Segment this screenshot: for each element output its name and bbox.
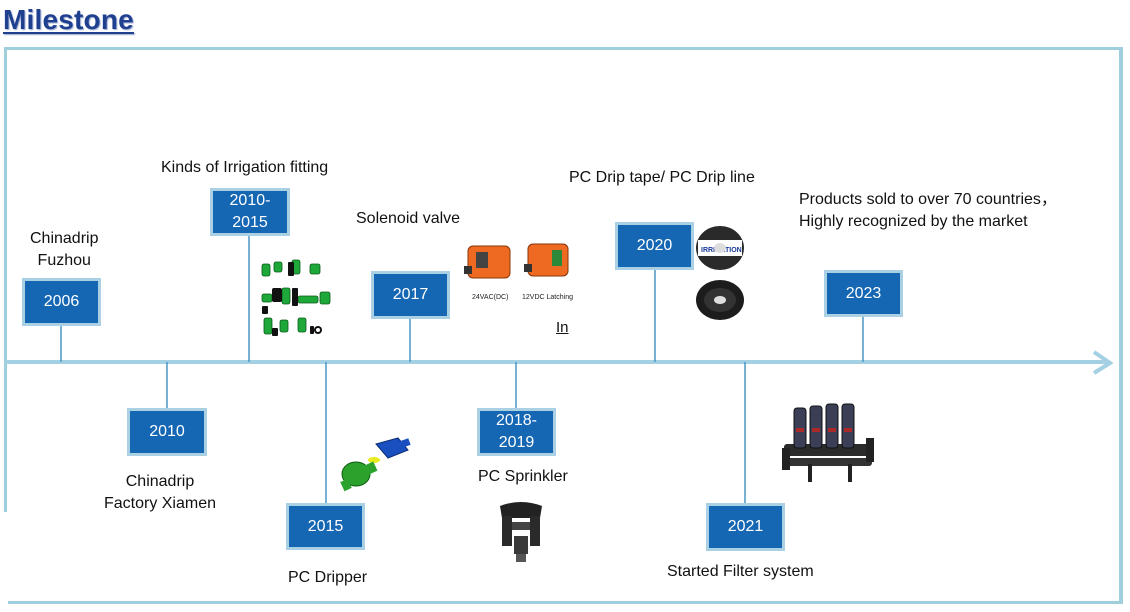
timeline-frame	[4, 47, 1123, 604]
label-2021: Started Filter system	[667, 563, 814, 580]
year-box-2020: 2020	[615, 222, 694, 270]
label-2017: Solenoid valve	[356, 210, 461, 227]
timeline-arrowhead	[1092, 350, 1114, 375]
label-2006: Chinadrip Fuzhou	[30, 230, 99, 269]
label-2015: PC Dripper	[288, 569, 368, 586]
label-2010-2015: Kinds of Irrigation fitting	[161, 159, 329, 176]
year-box-2021: 2021	[706, 503, 785, 551]
pc-dripper-image	[340, 437, 411, 492]
stray-text: In	[556, 319, 569, 336]
year-box-2023: 2023	[824, 270, 903, 317]
drip-tape-image: IRRIGATION	[696, 226, 744, 320]
year-box-2015: 2015	[286, 503, 365, 550]
label-2010: Chinadrip Factory Xiamen	[103, 473, 217, 512]
valve-label-24vac: 24VAC(DC)	[472, 294, 508, 301]
year-box-2017: 2017	[371, 271, 450, 319]
page-title: Milestone	[3, 4, 134, 35]
label-2018-2019: PC Sprinkler	[478, 468, 568, 485]
solenoid-valves-image: 24VAC(DC) 12VDC Latching	[464, 243, 573, 301]
filter-system-image	[782, 403, 874, 482]
pc-sprinkler-image	[500, 502, 542, 562]
irrigation-fittings-image	[261, 259, 331, 336]
label-2020: PC Drip tape/ PC Drip line	[569, 169, 755, 186]
year-box-2010: 2010	[127, 408, 207, 456]
valve-label-12vdc: 12VDC Latching	[522, 294, 573, 301]
year-box-2010-2015: 2010- 2015	[210, 188, 290, 236]
year-box-2006: 2006	[22, 278, 101, 326]
year-box-2018-2019: 2018- 2019	[477, 408, 556, 456]
label-2023: Products sold to over 70 countries， High…	[799, 191, 1057, 230]
